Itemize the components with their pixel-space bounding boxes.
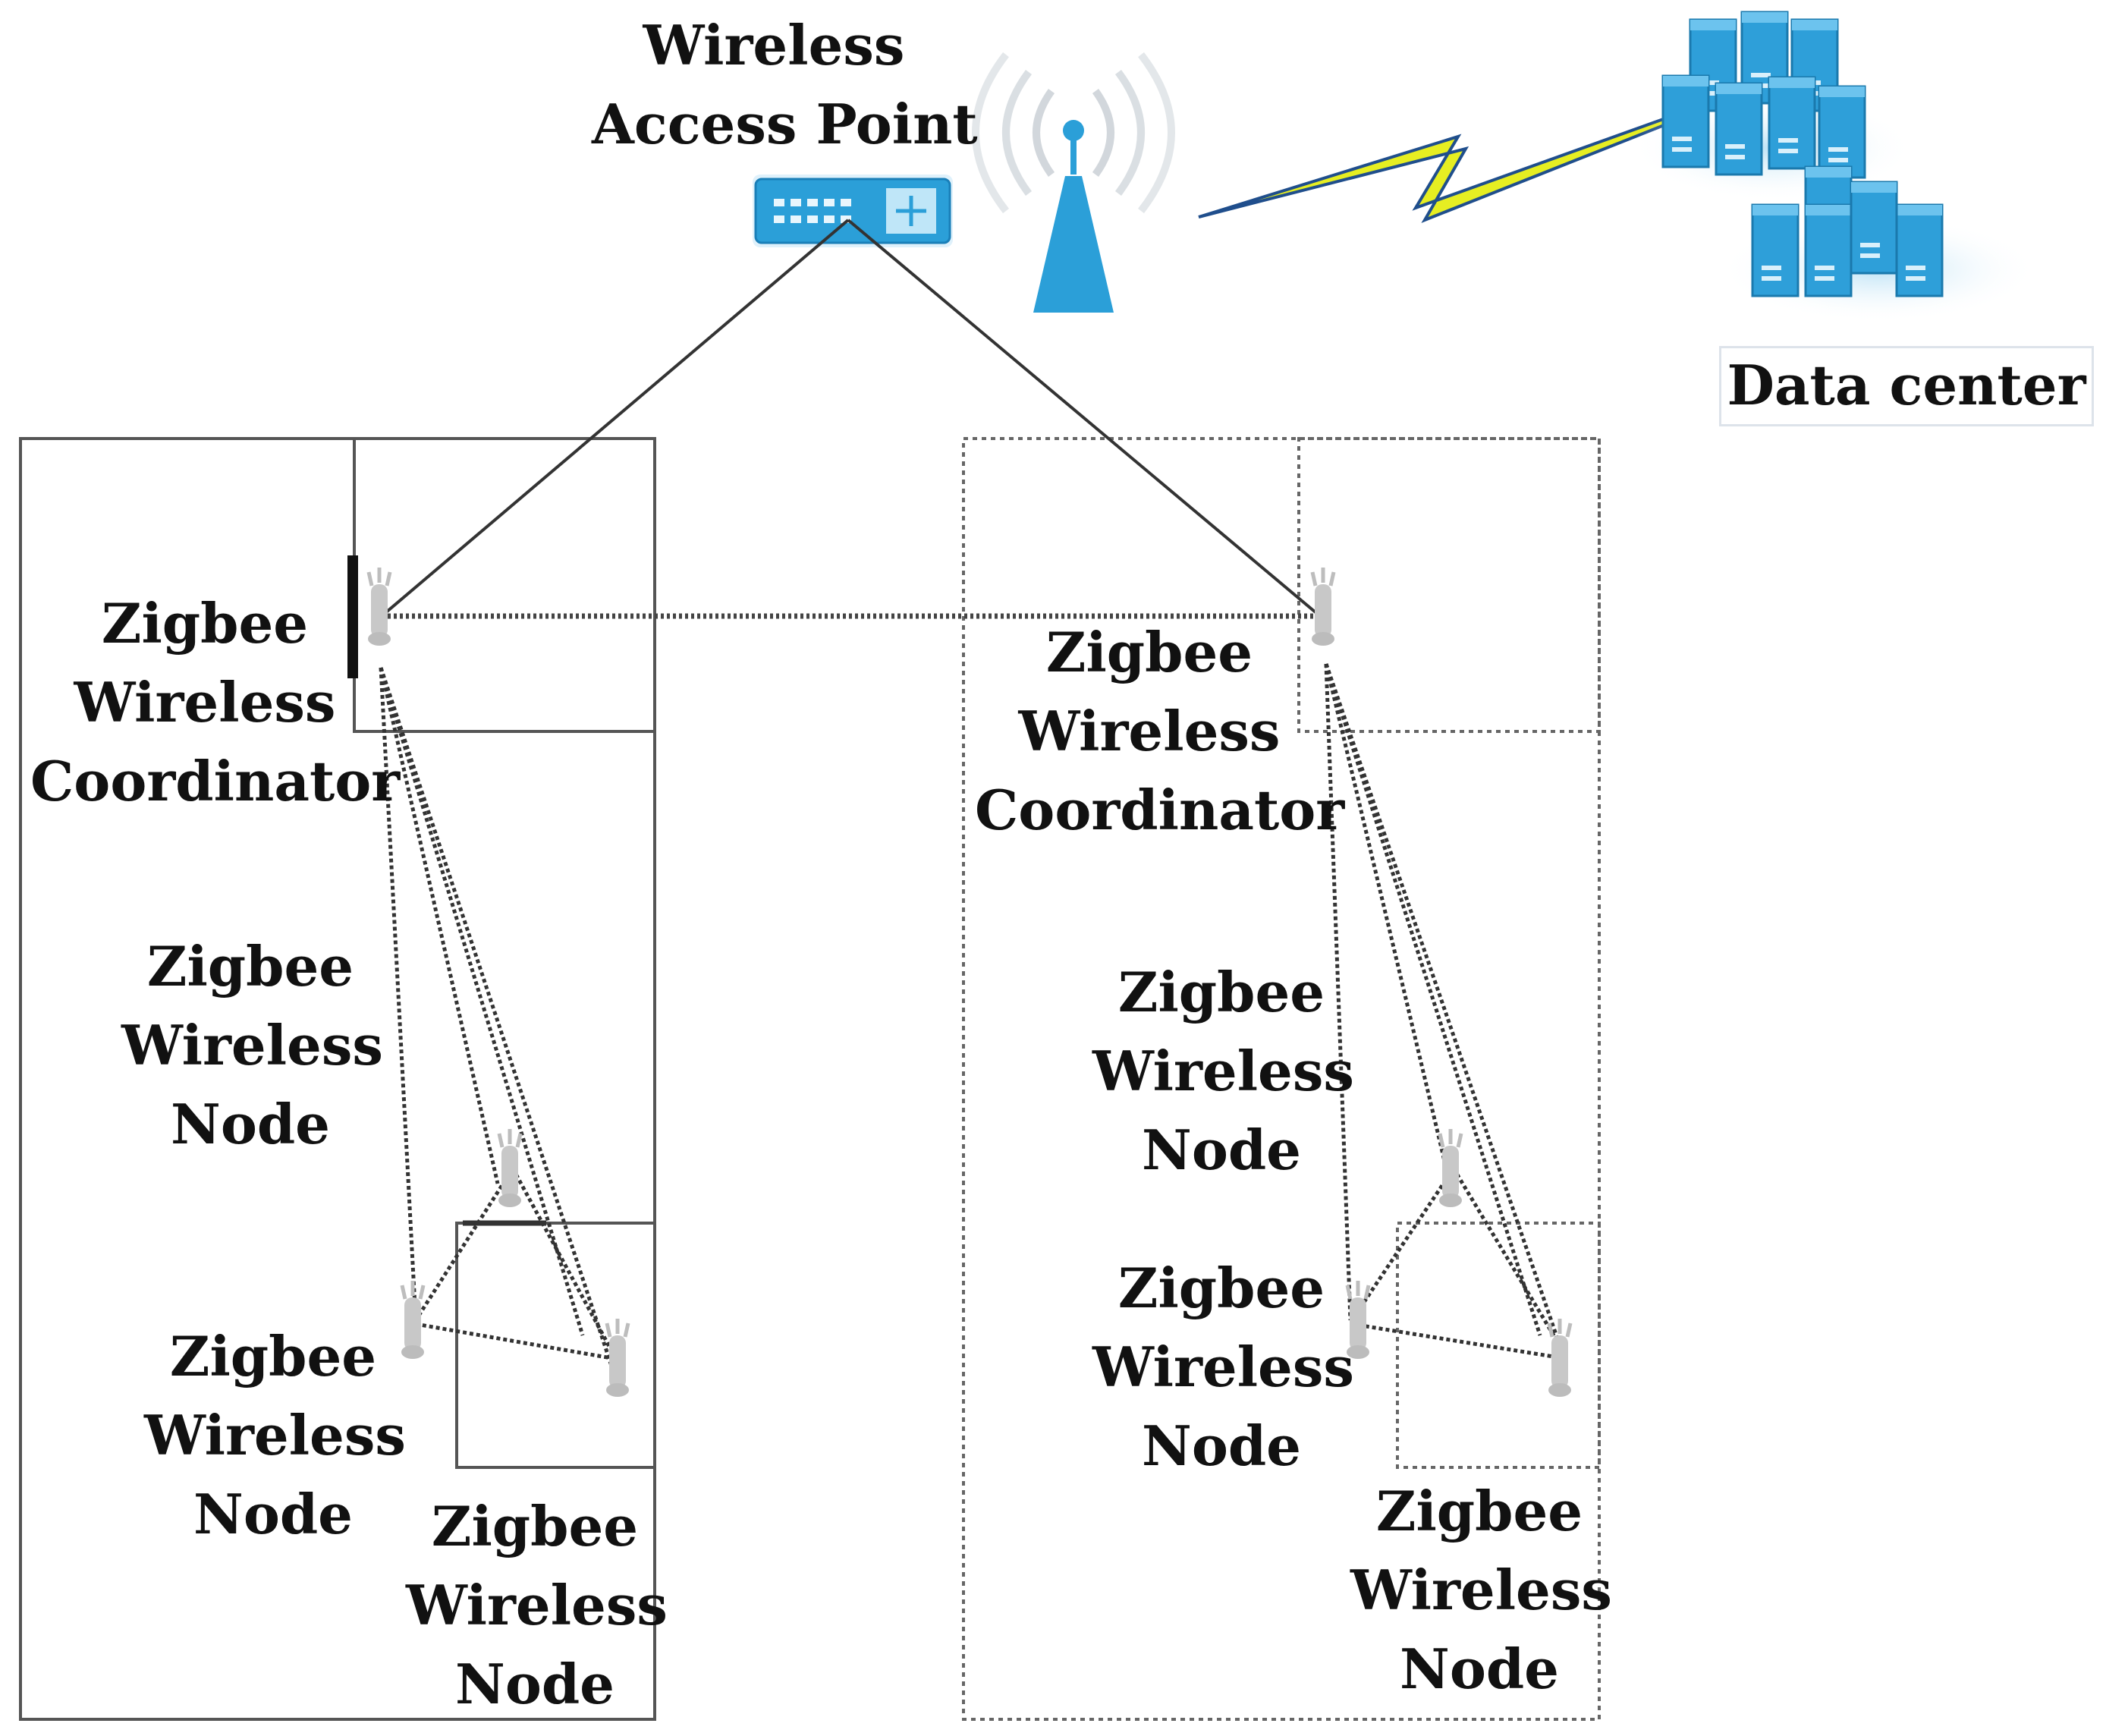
access-point-label-line: Access Point [592,92,978,156]
network-2-node-right-sensor-icon [1548,1319,1571,1397]
access-point-label: Wireless Access Point [592,6,978,164]
label-line: Zigbee [1117,1256,1325,1320]
network-1-node-top-label: Zigbee Wireless Node [121,927,383,1164]
network-1-node-right-sensor-icon [606,1319,629,1397]
network-1-node-left-sensor-icon [401,1281,424,1359]
network-1-node-right-label: Zigbee Wireless Node [406,1487,668,1724]
wireless-link-lightning-icon [1198,111,1682,223]
network-1-coordinator-marker [347,555,358,678]
access-point-device-icon [753,175,953,247]
data-center-icon [1632,11,2038,322]
access-point-label-line: Wireless [643,13,905,77]
data-center-label-box [1719,346,2094,426]
access-point-links [380,219,1322,618]
data-center-label-text: Data center [1727,353,2086,417]
label-line: Zigbee [1045,620,1253,684]
label-line: Wireless [74,670,336,734]
label-line: Wireless [1350,1558,1612,1622]
network-2-node-right-label: Zigbee Wireless Node [1350,1472,1612,1709]
label-line: Wireless [144,1403,406,1467]
label-line: Wireless [121,1013,383,1077]
label-line: Coordinator [30,749,401,813]
network-2-node-left-label: Zigbee Wireless Node [1092,1249,1354,1486]
label-line: Zigbee [146,934,354,999]
label-line: Node [1400,1637,1559,1701]
antenna-tower-icon [972,52,1175,313]
label-line: Node [1142,1118,1301,1182]
label-line: Zigbee [431,1494,639,1558]
label-line: Wireless [1092,1335,1354,1399]
label-line: Wireless [406,1573,668,1637]
data-center-label: Data center [1719,346,2094,425]
network-2-node-top-sensor-icon [1439,1129,1462,1207]
label-line: Node [1142,1414,1301,1478]
network-2-mesh-links [1324,663,1565,1360]
label-line: Coordinator [975,778,1345,842]
network-1-mesh-links [379,667,614,1366]
network-1-node-top-sensor-icon [498,1129,521,1207]
network-2-coordinator-label: Zigbee Wireless Coordinator [975,613,1345,850]
label-line: Zigbee [169,1324,377,1388]
label-line: Node [171,1092,330,1156]
network-2-boundaries [962,437,1601,1721]
network-1-coordinator-label: Zigbee Wireless Coordinator [30,584,401,821]
network-2-node-top-label: Zigbee Wireless Node [1092,953,1354,1190]
label-line: Node [455,1652,615,1716]
label-line: Wireless [1018,699,1281,763]
label-line: Zigbee [1375,1479,1583,1543]
label-line: Wireless [1092,1039,1354,1103]
label-line: Zigbee [1117,960,1325,1024]
label-line: Zigbee [101,591,309,656]
label-line: Node [193,1482,353,1546]
network-1-node-left-label: Zigbee Wireless Node [144,1317,406,1554]
